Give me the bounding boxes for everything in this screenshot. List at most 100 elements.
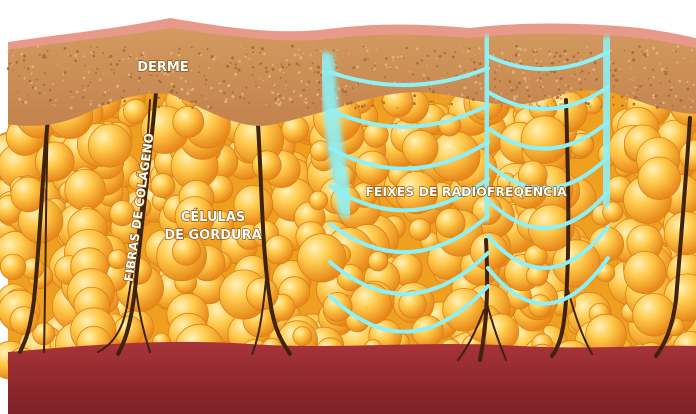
dermis-speckle: [90, 100, 92, 102]
fat-cell: [323, 292, 352, 321]
dermis-speckle: [96, 46, 98, 48]
dermis-speckle: [123, 49, 126, 52]
dermis-speckle: [509, 80, 512, 83]
dermis-speckle: [170, 52, 173, 55]
dermis-speckle: [686, 88, 689, 91]
dermis-speckle: [186, 92, 189, 95]
dermis-speckle: [205, 79, 207, 81]
dermis-speckle: [226, 65, 229, 68]
dermis-speckle: [392, 56, 395, 59]
dermis-speckle: [31, 65, 34, 68]
dermis-speckle: [231, 95, 234, 98]
dermis-speckle: [249, 58, 251, 60]
dermis-speckle: [536, 51, 538, 53]
dermis-speckle: [586, 47, 588, 49]
dermis-speckle: [442, 77, 443, 78]
dermis-speckle: [223, 92, 225, 94]
dermis-speckle: [500, 93, 502, 95]
dermis-speckle: [30, 72, 31, 73]
dermis-speckle: [74, 60, 77, 63]
dermis-speckle: [281, 63, 283, 65]
fat-cell: [403, 130, 439, 166]
dermis-speckle: [314, 71, 316, 73]
dermis-speckle: [24, 101, 27, 104]
dermis-speckle: [200, 54, 202, 56]
dermis-speckle: [128, 57, 130, 59]
dermis-speckle: [419, 100, 421, 102]
dermis-speckle: [691, 104, 692, 105]
dermis-speckle: [589, 106, 591, 108]
dermis-speckle: [564, 50, 567, 53]
dermis-speckle: [252, 66, 254, 68]
dermis-speckle: [191, 70, 193, 72]
dermis-speckle: [377, 101, 378, 102]
dermis-speckle: [95, 72, 97, 74]
dermis-speckle: [337, 87, 340, 90]
dermis-speckle: [555, 79, 558, 82]
dermis-speckle: [548, 95, 550, 97]
dermis-speckle: [130, 73, 132, 75]
dermis-speckle: [524, 48, 527, 51]
fat-cell: [65, 169, 106, 210]
dermis-speckle: [109, 99, 112, 102]
dermis-speckle: [104, 91, 107, 94]
dermis-speckle: [655, 104, 656, 105]
dermis-speckle: [275, 102, 278, 105]
dermis-speckle: [45, 56, 47, 58]
dermis-speckle: [43, 84, 45, 86]
dermis-speckle: [130, 76, 133, 79]
dermis-speckle: [259, 78, 261, 80]
fat-cell: [368, 251, 388, 271]
dermis-speckle: [84, 65, 86, 67]
dermis-speckle: [536, 104, 538, 106]
dermis-speckle: [286, 67, 287, 68]
dermis-speckle: [198, 71, 200, 73]
dermis-speckle: [536, 102, 538, 104]
fat-cell: [264, 236, 293, 265]
dermis-speckle: [513, 95, 516, 98]
dermis-speckle: [238, 69, 241, 72]
dermis-speckle: [176, 92, 178, 94]
dermis-speckle: [684, 89, 685, 90]
dermis-speckle: [224, 100, 227, 103]
dermis-speckle: [113, 72, 115, 74]
dermis-speckle: [70, 91, 72, 93]
dermis-speckle: [556, 97, 558, 99]
dermis-speckle: [571, 75, 573, 77]
dermis-speckle: [259, 62, 262, 65]
fat-cell: [521, 116, 569, 164]
dermis-speckle: [556, 58, 558, 60]
dermis-speckle: [76, 91, 79, 94]
dermis-speckle: [540, 60, 542, 62]
dermis-speckle: [7, 67, 10, 70]
dermis-speckle: [565, 85, 566, 86]
dermis-speckle: [518, 82, 521, 85]
dermis-speckle: [667, 71, 669, 73]
dermis-speckle: [191, 100, 193, 102]
dermis-speckle: [170, 83, 173, 86]
dermis-speckle: [160, 81, 162, 83]
dermis-speckle: [560, 95, 561, 96]
dermis-speckle: [96, 68, 98, 70]
dermis-speckle: [536, 80, 537, 81]
dermis-speckle: [27, 95, 28, 96]
dermis-speckle: [668, 94, 671, 97]
dermis-speckle: [671, 86, 673, 88]
dermis-speckle: [348, 53, 350, 55]
fat-cell: [293, 327, 312, 346]
dermis-speckle: [515, 89, 517, 91]
dermis-speckle: [515, 45, 518, 48]
dermis-speckle: [633, 77, 634, 78]
dermis-speckle: [243, 98, 245, 100]
dermis-speckle: [178, 48, 180, 50]
dermis-speckle: [103, 73, 104, 74]
dermis-speckle: [265, 67, 267, 69]
dermis-speckle: [12, 70, 13, 71]
dermis-speckle: [472, 98, 475, 101]
dermis-speckle: [316, 50, 318, 52]
dermis-speckle: [554, 56, 556, 58]
dermis-speckle: [238, 60, 241, 63]
dermis-speckle: [278, 103, 281, 106]
dermis-speckle: [88, 85, 90, 87]
